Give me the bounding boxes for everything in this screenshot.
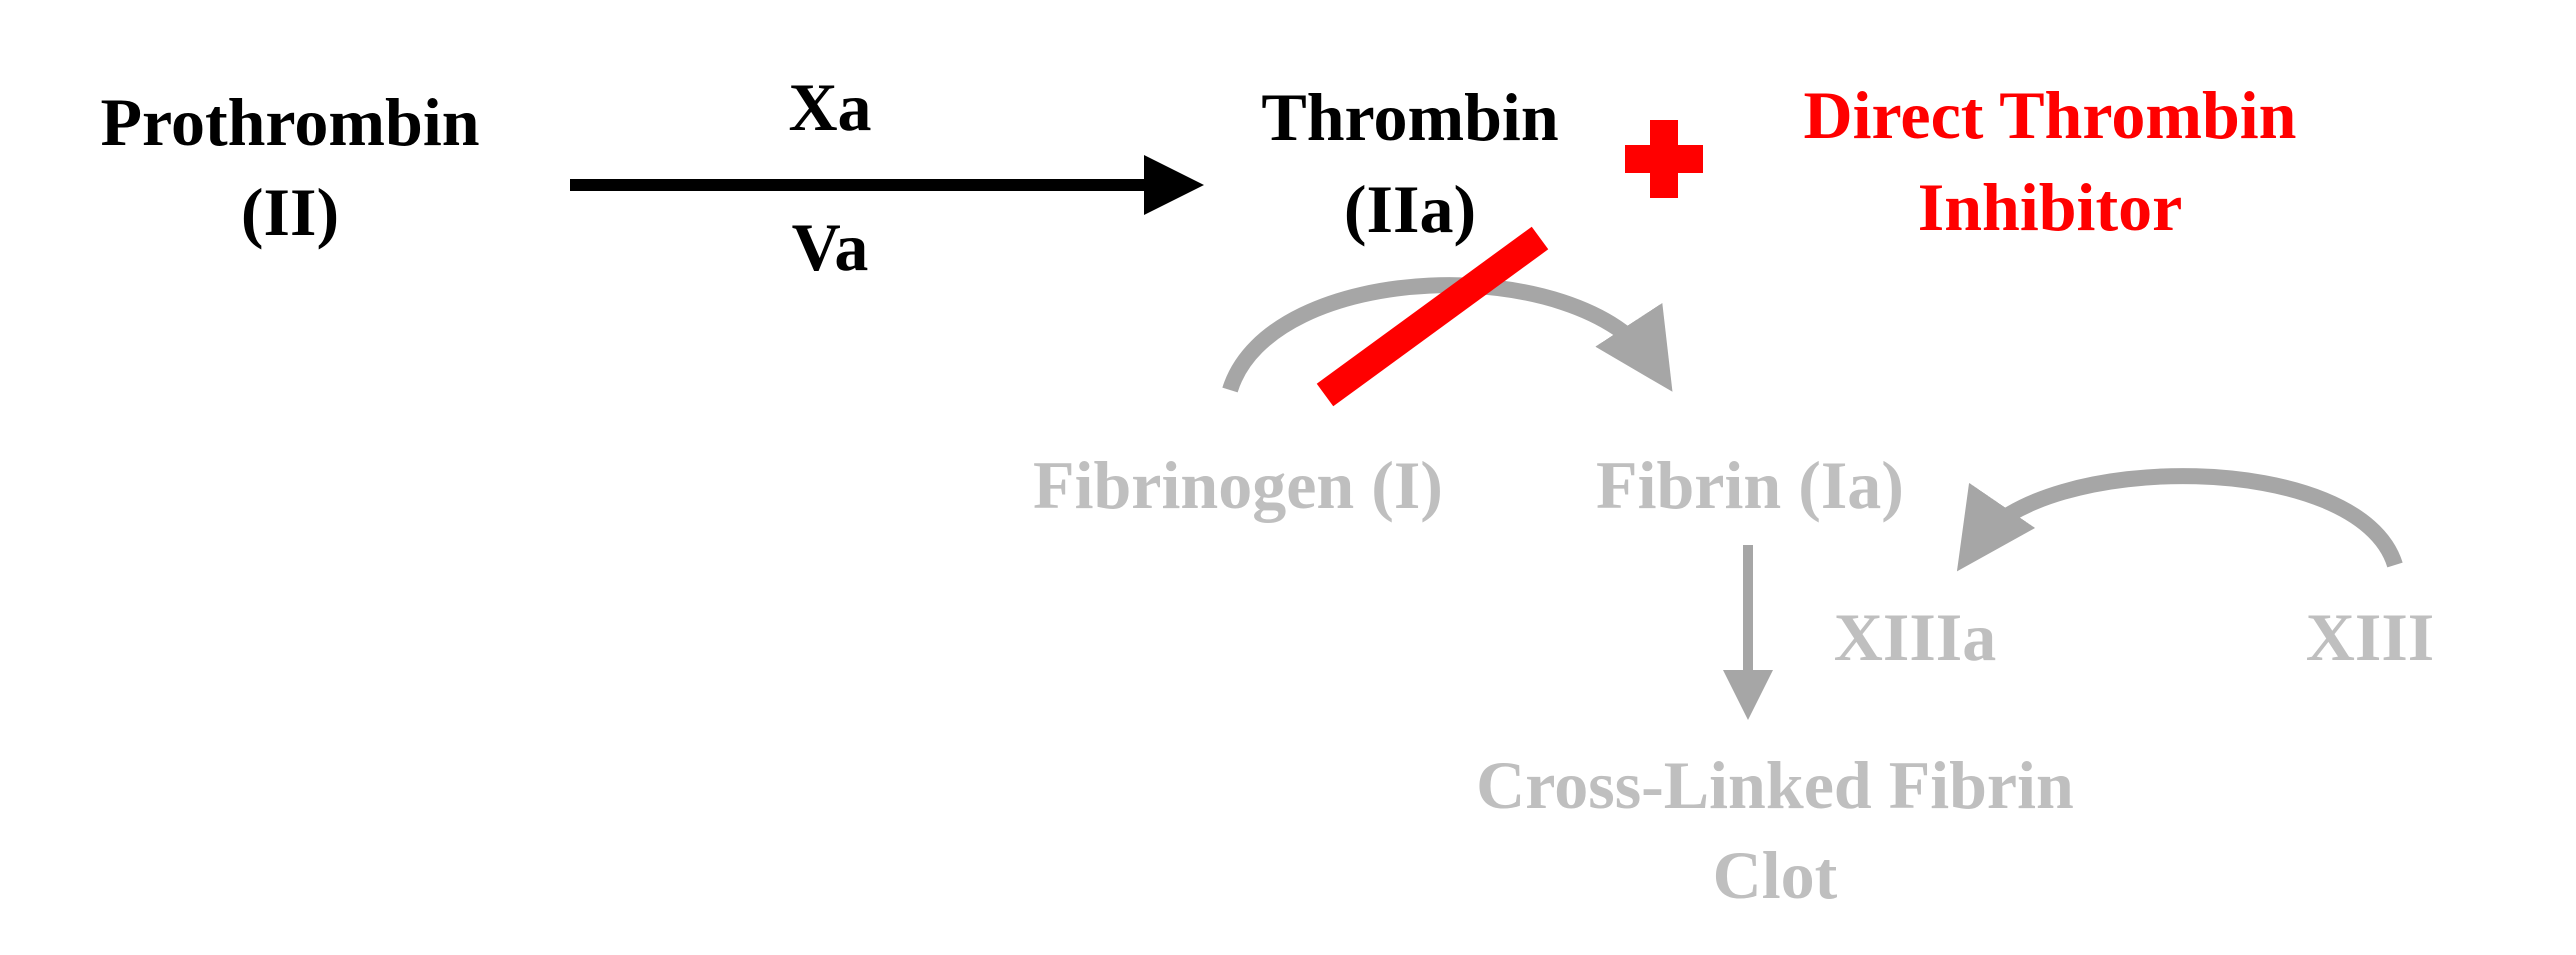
clot-label: Cross-Linked Fibrin (1476, 747, 2074, 823)
prothrombin-label: Prothrombin (100, 84, 479, 160)
prothrombin-code: (II) (241, 174, 339, 250)
plus-icon (1625, 120, 1703, 198)
thrombin-code: (IIa) (1344, 171, 1476, 247)
cofactor-va: Va (792, 209, 869, 285)
thrombin-label: Thrombin (1261, 79, 1558, 155)
inhibitor-label-line2: Inhibitor (1918, 169, 2183, 245)
xiii-to-xiiia-arrow (1956, 468, 2403, 572)
fibrinogen-label: Fibrinogen (I) (1033, 447, 1443, 523)
fibrin-label: Fibrin (Ia) (1596, 447, 1904, 523)
clot-label-line2: Clot (1713, 837, 1838, 913)
cofactor-xa: Xa (788, 69, 871, 145)
inhibitor-label: Direct Thrombin (1803, 77, 2296, 153)
fibrinogen-to-fibrin-arrow (1222, 277, 1673, 393)
xiiia-label: XIIIa (1834, 599, 1997, 675)
inhibition-bar (1316, 226, 1549, 407)
xiii-label: XIII (2306, 599, 2435, 675)
